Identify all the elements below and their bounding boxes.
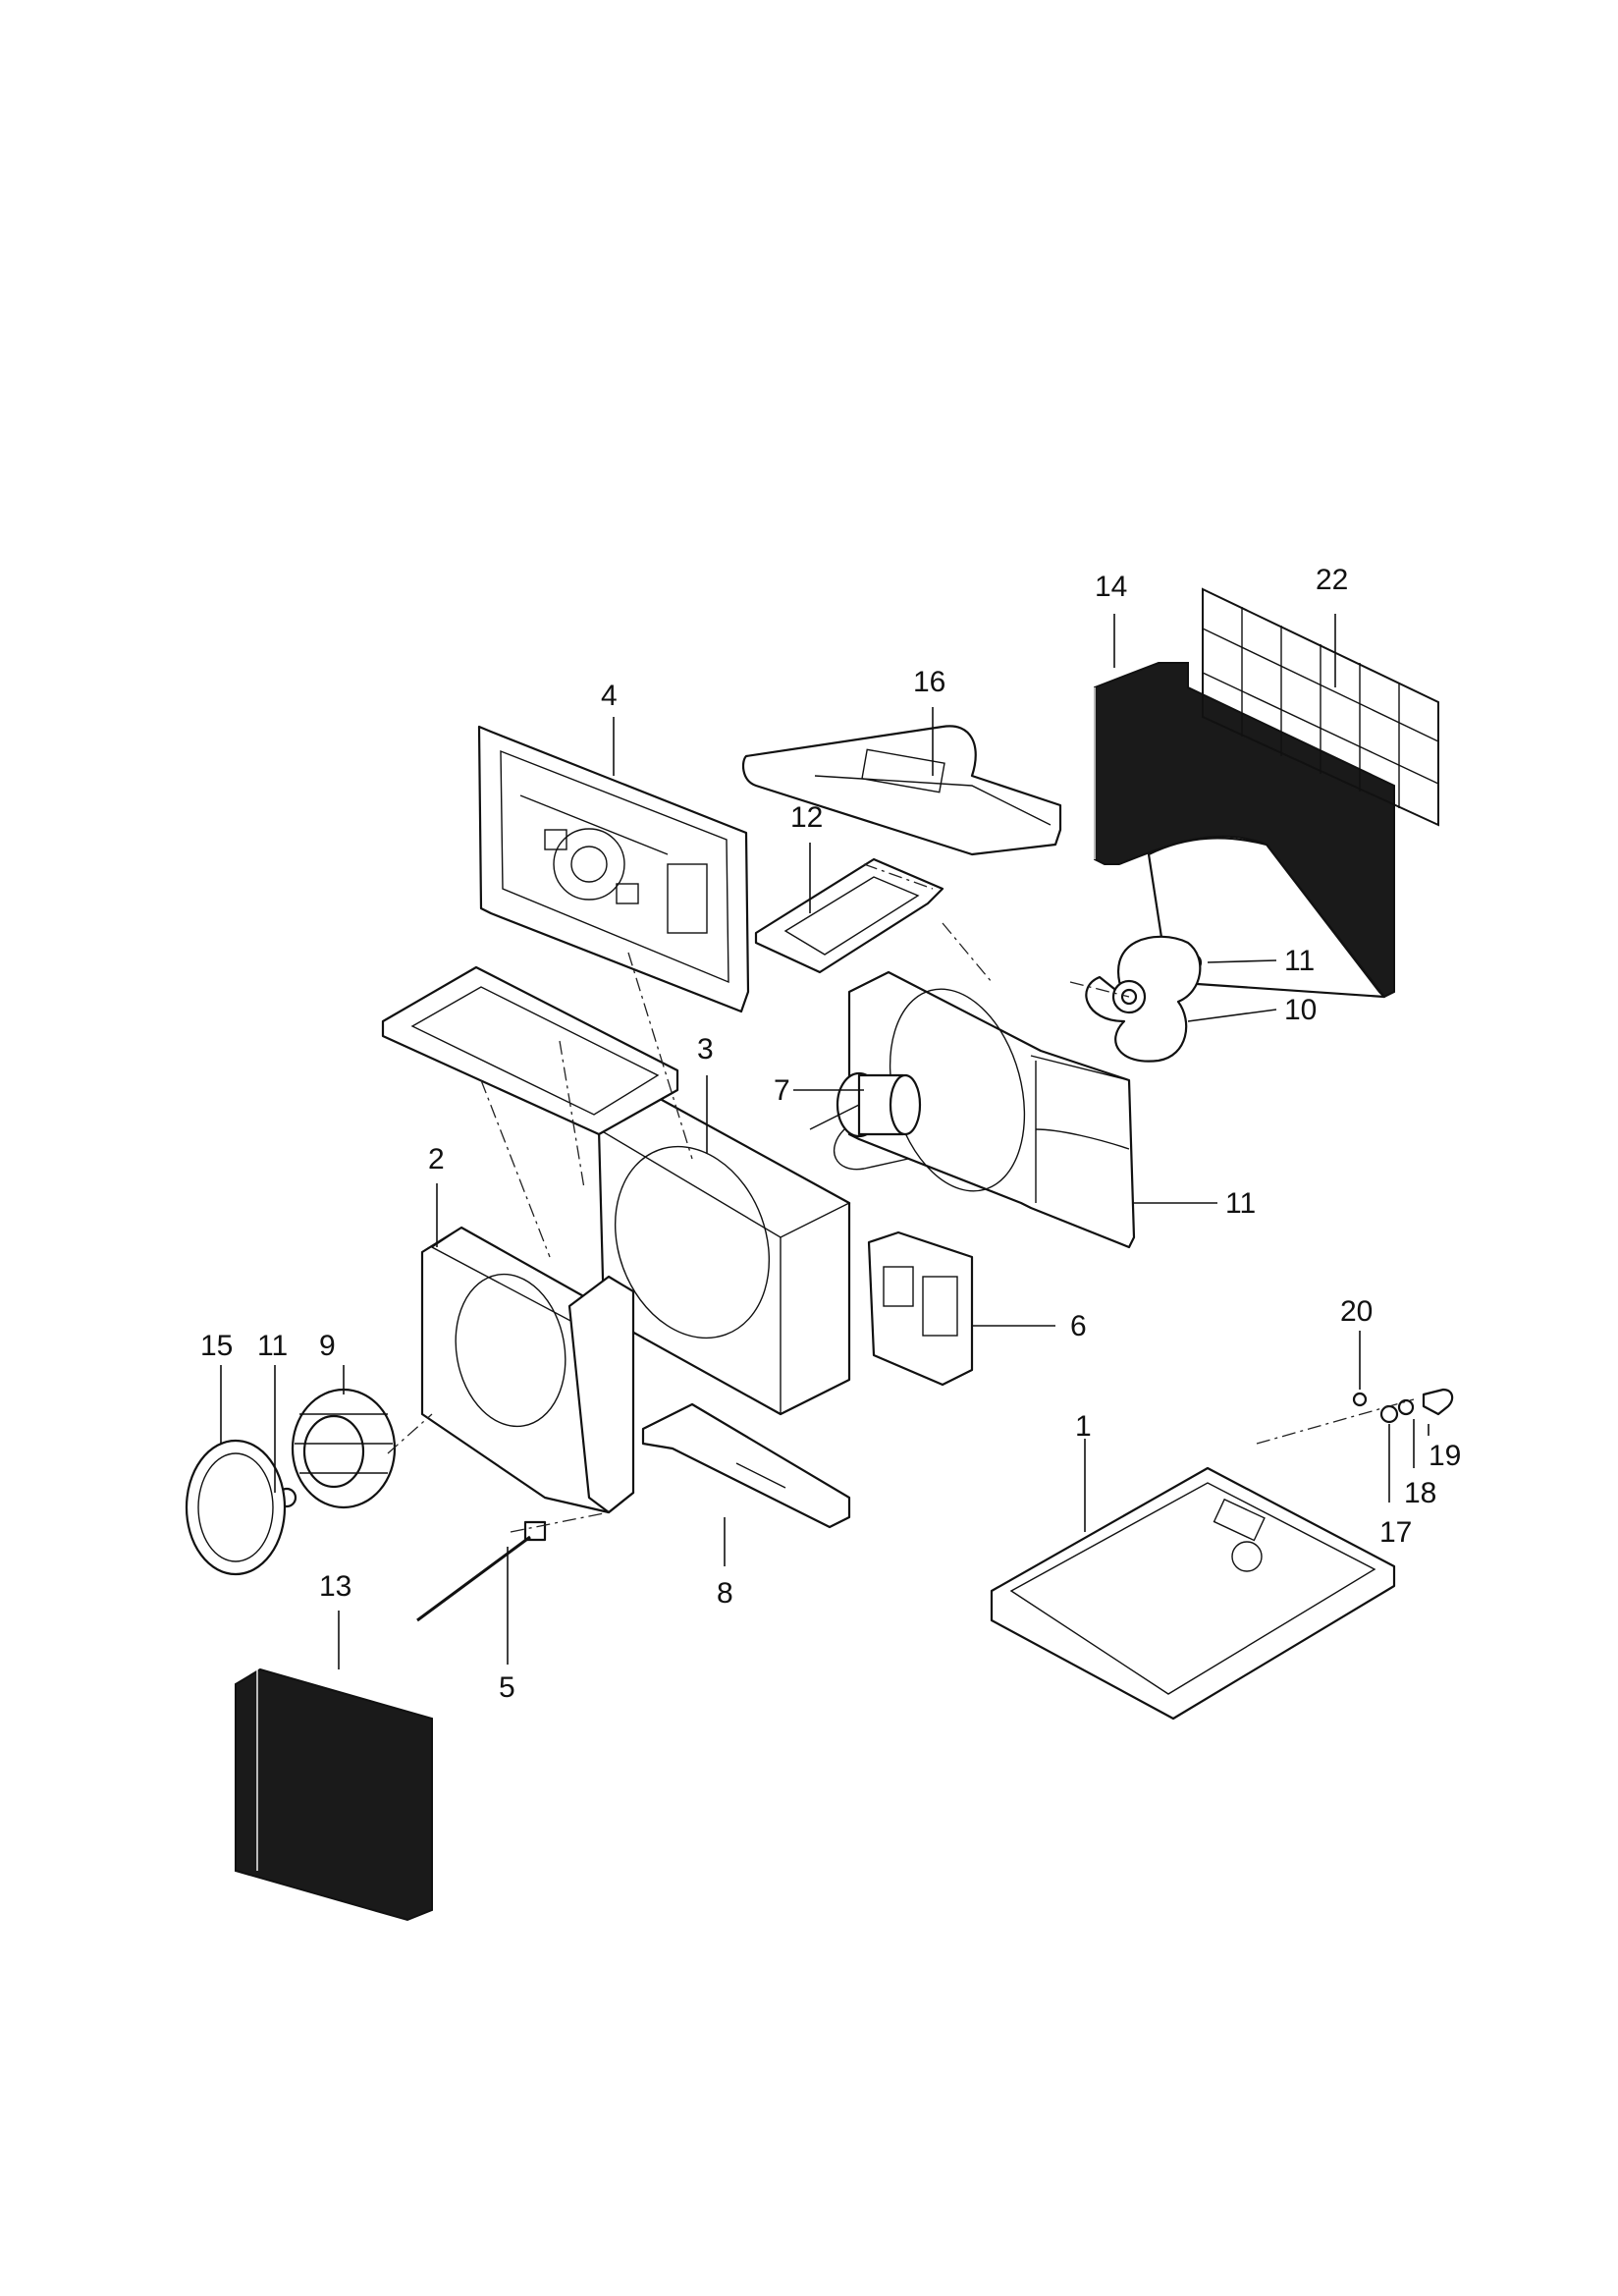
callout-11-left: 11 — [257, 1330, 288, 1362]
part-6-control-bracket — [867, 1230, 974, 1387]
callout-14: 13 — [319, 1570, 351, 1603]
callout-10: 10 — [1284, 994, 1317, 1026]
callout-16: 15 — [200, 1330, 233, 1362]
part-9-blower-wheel — [291, 1388, 397, 1509]
leader-lines — [220, 614, 1429, 1669]
callout-2: 2 — [428, 1143, 445, 1175]
part-2-front-frame — [420, 1226, 635, 1514]
part-22-grille — [1202, 587, 1439, 827]
part-5-sensor — [416, 1520, 547, 1622]
callout-4: 4 — [601, 680, 618, 712]
callout-13: 12 — [790, 801, 823, 834]
callout-3: 3 — [697, 1033, 714, 1066]
part-4-partition-panel — [477, 725, 750, 1013]
callout-1: 1 — [1075, 1410, 1092, 1443]
part-15-condenser-coil — [1094, 662, 1395, 999]
callout-7: 7 — [774, 1074, 790, 1107]
callout-20: 19 — [1429, 1440, 1461, 1472]
part-13-bracket-plate — [754, 857, 944, 974]
callout-6: 6 — [1070, 1310, 1087, 1342]
parts-18-21-fittings — [1352, 1388, 1454, 1424]
callout-21: 20 — [1340, 1295, 1373, 1328]
part-14-evaporator-coil — [235, 1667, 433, 1922]
callout-9: 9 — [319, 1330, 336, 1362]
assembly-guide-lines — [387, 922, 1415, 1533]
callout-12: 11 — [1225, 1187, 1256, 1220]
callout-15: 14 — [1095, 571, 1127, 603]
callout-19: 18 — [1404, 1477, 1436, 1509]
callout-labels: 4 16 12 14 22 11 10 11 3 7 2 6 20 1 19 1… — [200, 564, 1461, 1704]
part-16-orifice-ring — [185, 1439, 287, 1576]
callout-17: 16 — [913, 666, 945, 698]
callout-22: 22 — [1316, 564, 1348, 596]
part-10-fan-blade — [1085, 935, 1202, 1063]
part-8-drain-rail — [641, 1402, 851, 1529]
part-7-fan-motor — [809, 1071, 922, 1171]
part-17-top-cover — [741, 725, 1062, 856]
part-12-shroud — [847, 970, 1136, 1249]
callout-11-top: 11 — [1284, 945, 1315, 977]
filter-plate — [381, 965, 679, 1136]
callout-8: 8 — [717, 1577, 733, 1610]
callout-5: 5 — [499, 1671, 515, 1704]
callout-18: 17 — [1379, 1516, 1412, 1549]
part-1-base-pan — [990, 1466, 1396, 1721]
